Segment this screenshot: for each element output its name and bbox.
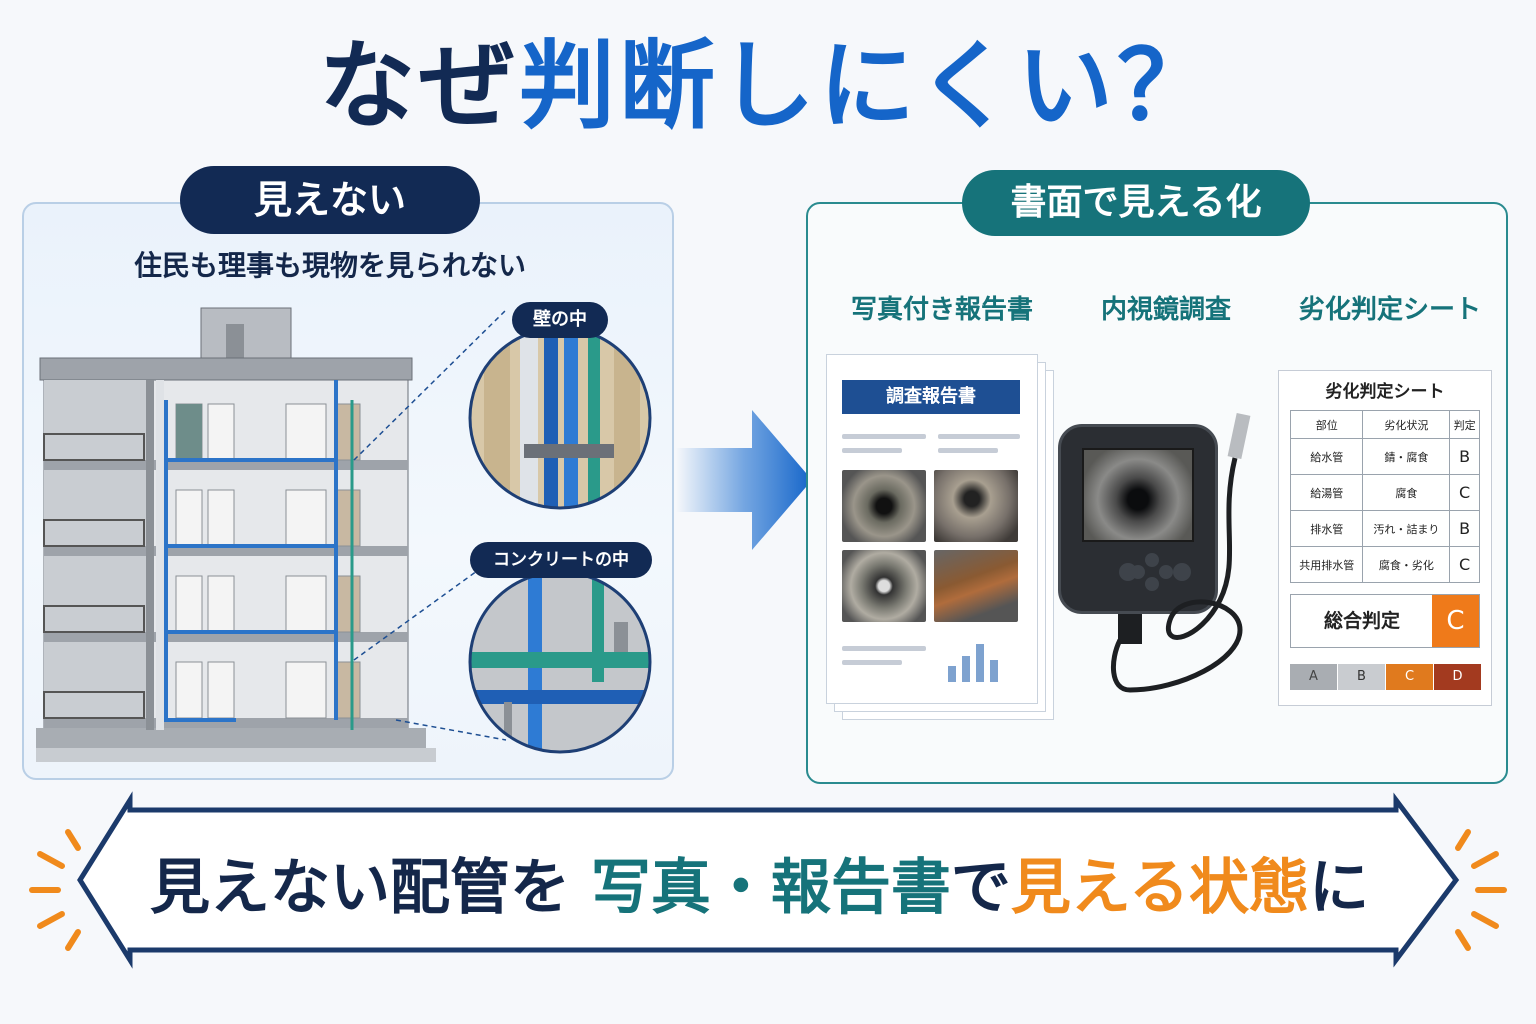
callout-concrete: コンクリートの中 [470, 542, 652, 578]
total-judgement-grade: C [1432, 595, 1479, 647]
concrete-pipe-circle [468, 570, 652, 754]
table-cell: 給水管 [1289, 438, 1364, 475]
wall-pipe-circle [468, 326, 652, 510]
scale-b: B [1338, 664, 1385, 690]
table-header: 劣化状況 [1362, 410, 1451, 439]
report-photo [842, 550, 926, 622]
callout-wall: 壁の中 [512, 302, 608, 338]
title-part-hard-to-judge: 判断しにくい？ [518, 30, 1218, 142]
borescope-screen [1082, 448, 1194, 542]
banner-part-photo-report: 写真・報告書 [590, 853, 951, 923]
table-cell: 給湯管 [1289, 474, 1364, 511]
scale-c: C [1386, 664, 1433, 690]
banner-part-de: で [950, 853, 1011, 923]
report-photo [842, 470, 926, 542]
table-cell: 腐食・劣化 [1362, 546, 1451, 583]
invisible-badge: 見えない [180, 166, 480, 234]
bar-chart-icon [948, 644, 998, 682]
table-cell: 錆・腐食 [1362, 438, 1451, 475]
table-cell: 汚れ・詰まり [1362, 510, 1451, 547]
banner-part-ni: に [1309, 853, 1370, 923]
table-row: 排水管 汚れ・詰まり B [1289, 510, 1480, 547]
banner-part-invisible-pipes: 見えない配管を [150, 853, 570, 923]
total-judgement-label: 総合判定 [1323, 610, 1400, 632]
banner-message: 見えない配管を 写真・報告書で見える状態に [150, 848, 1410, 928]
report-line [842, 448, 902, 453]
building-illustration [36, 307, 507, 762]
title-part-why: なぜ [318, 30, 519, 142]
report-line [842, 646, 926, 651]
table-cell: 排水管 [1289, 510, 1364, 547]
table-header: 部位 [1289, 410, 1364, 439]
table-cell: C [1449, 474, 1480, 511]
page-title: なぜ判断しにくい？ [0, 26, 1536, 146]
report-line [842, 434, 926, 439]
bottom-banner [29, 791, 1507, 969]
label-degradation-sheet: 劣化判定シート [1298, 295, 1481, 325]
arrow-right-icon [676, 410, 812, 550]
table-row: 給水管 錆・腐食 B [1289, 438, 1480, 475]
table-header-row: 部位 劣化状況 判定 [1289, 410, 1480, 439]
report-line [938, 448, 998, 453]
visualized-badge: 書面で見える化 [962, 170, 1310, 236]
invisible-subtitle: 住民も理事も現物を見られない [133, 249, 526, 282]
report-header: 調査報告書 [842, 380, 1020, 414]
borescope-buttons [1119, 553, 1191, 591]
banner-part-visible-state: 見える状態 [1010, 853, 1310, 923]
degradation-table: 部位 劣化状況 判定 給水管 錆・腐食 B 給湯管 腐食 C 排水管 汚れ・詰ま… [1289, 410, 1480, 583]
borescope-cable [1110, 413, 1251, 693]
table-cell: C [1449, 546, 1480, 583]
label-photo-report: 写真付き報告書 [850, 295, 1033, 325]
table-row: 共用排水管 腐食・劣化 C [1289, 546, 1480, 583]
table-row: 給湯管 腐食 C [1289, 474, 1480, 511]
scale-a: A [1290, 664, 1337, 690]
report-line [842, 660, 902, 665]
table-header: 判定 [1449, 410, 1480, 439]
label-endoscope: 内視鏡調査 [1100, 295, 1231, 325]
table-cell: B [1449, 438, 1480, 475]
report-line [938, 434, 1020, 439]
report-photo [934, 470, 1018, 542]
table-cell: 共用排水管 [1289, 546, 1364, 583]
table-cell: 腐食 [1362, 474, 1451, 511]
scale-d: D [1434, 664, 1481, 690]
report-photo [934, 550, 1018, 622]
sheet-title: 劣化判定シート [1325, 382, 1445, 402]
table-cell: B [1449, 510, 1480, 547]
